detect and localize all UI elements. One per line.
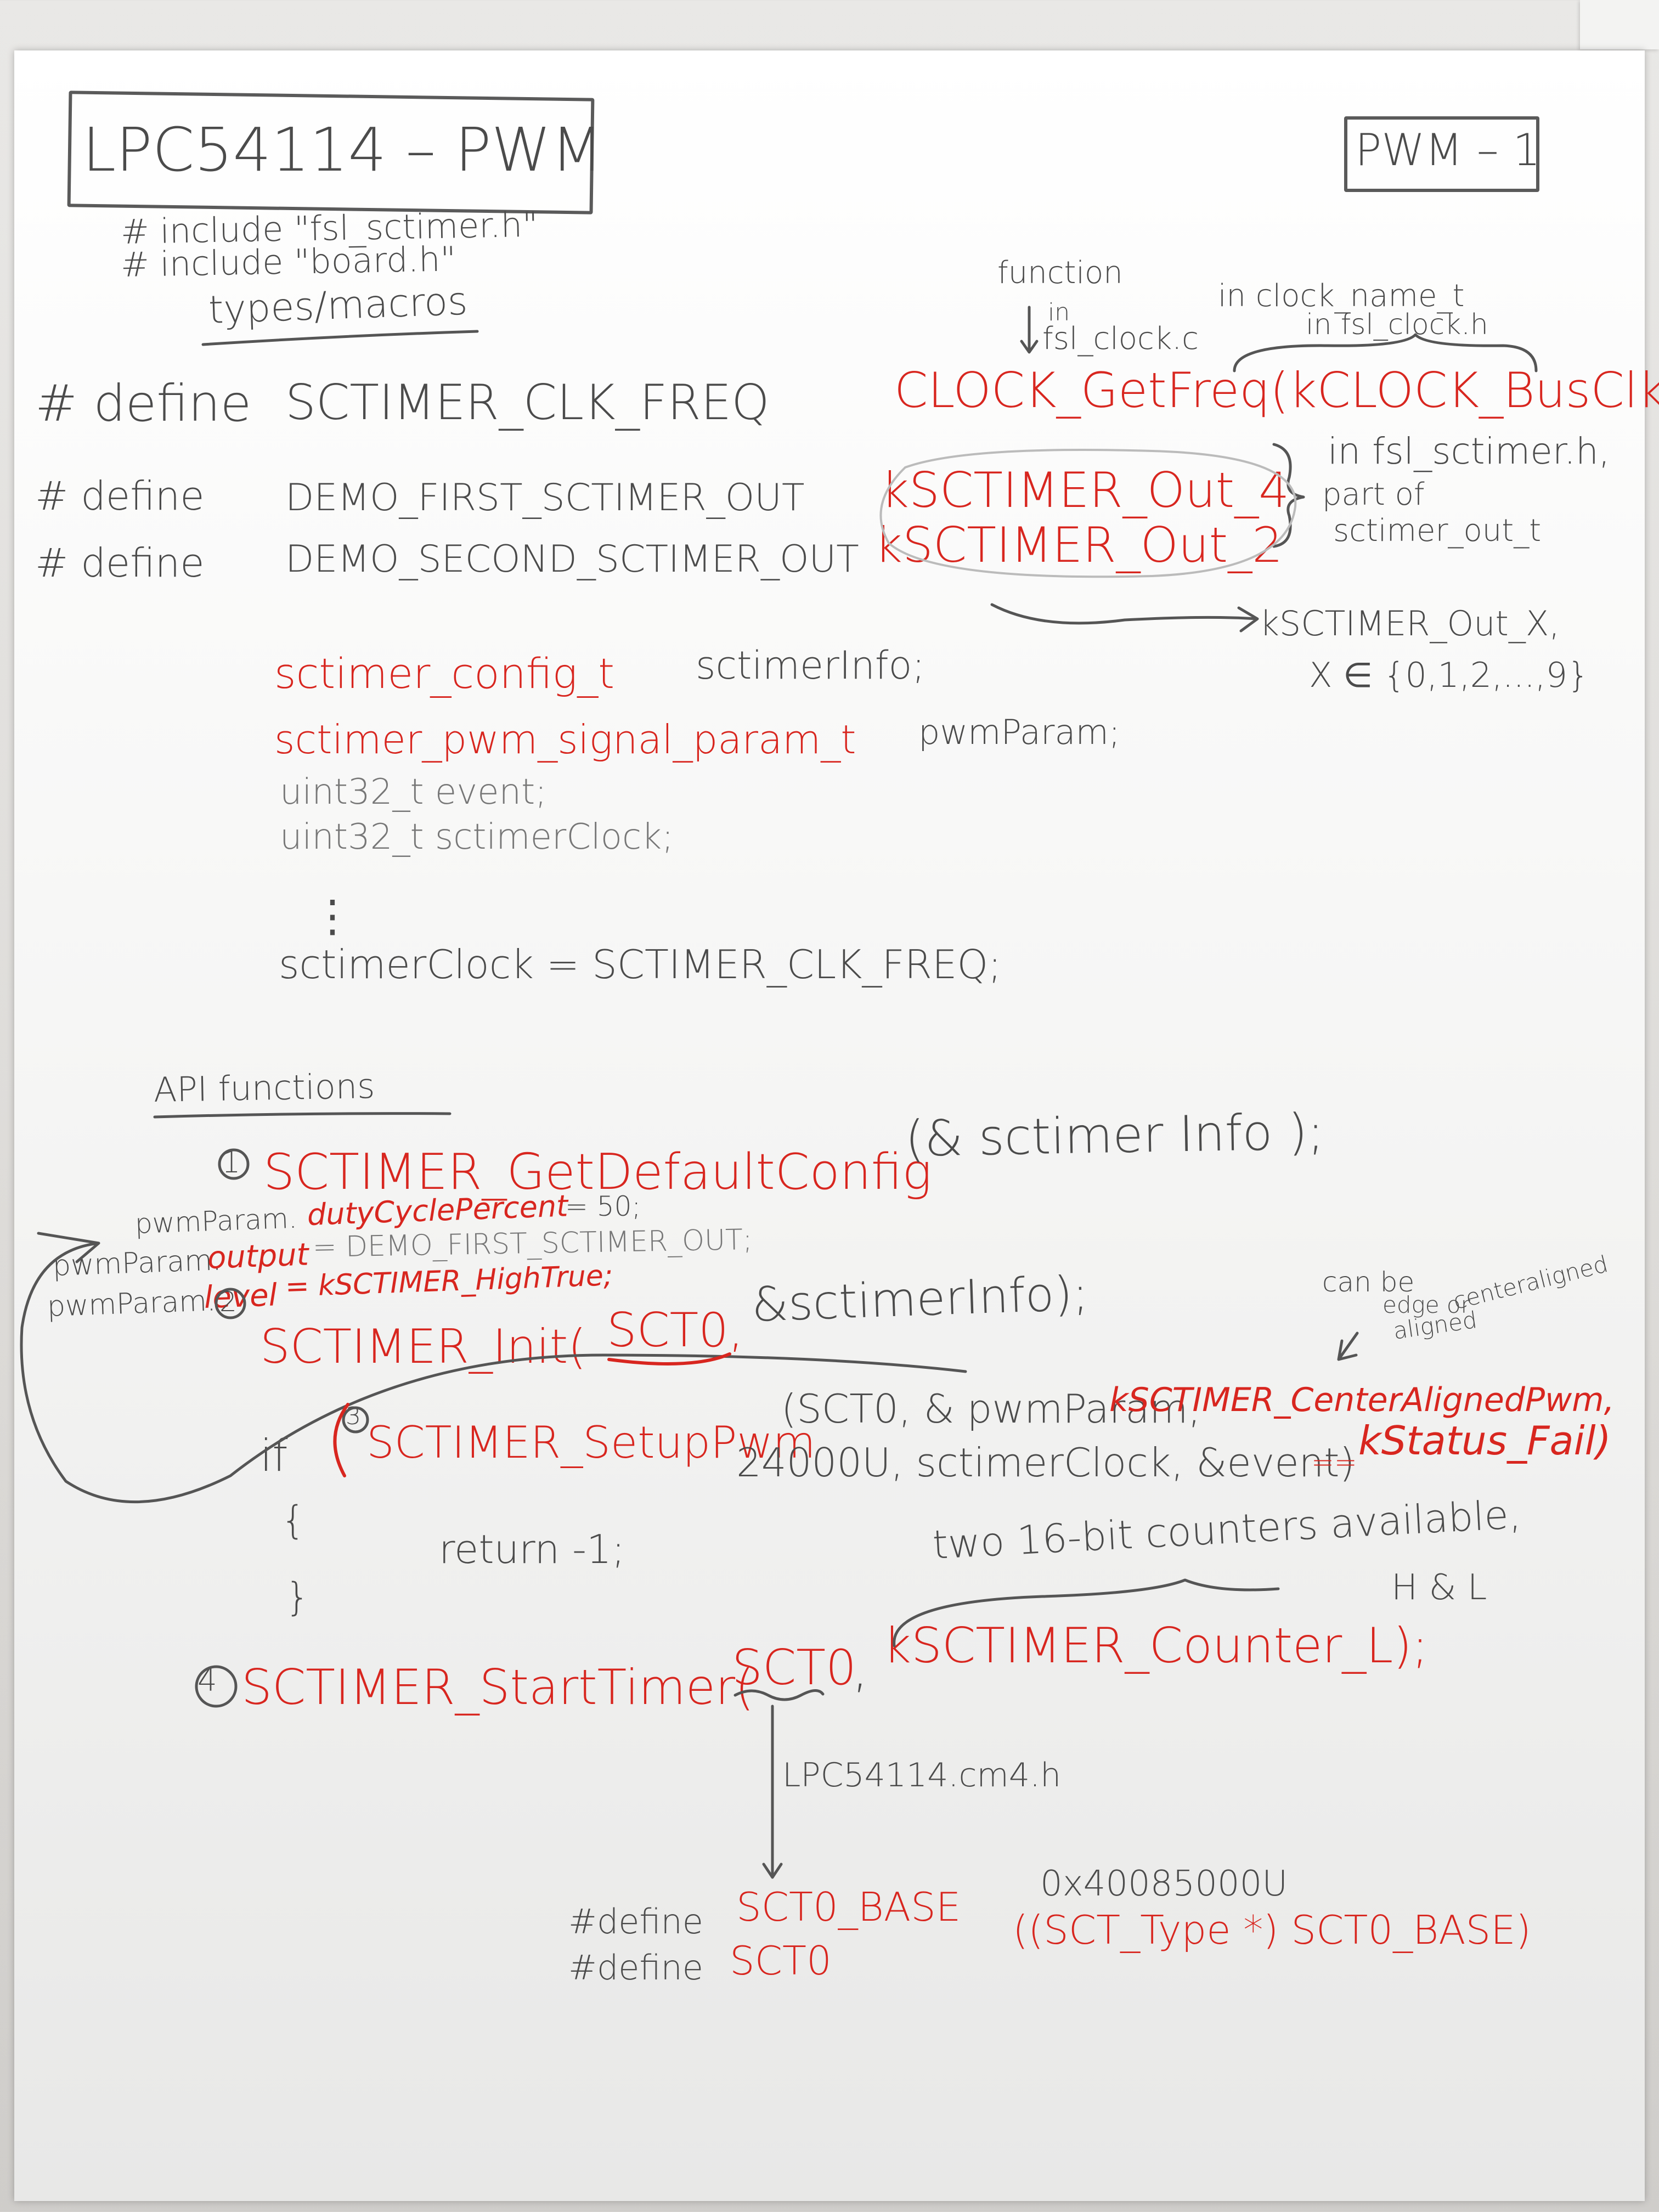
ellipsis: ⋮	[311, 890, 354, 941]
if-keyword: if	[260, 1430, 288, 1481]
brace-open: {	[281, 1498, 306, 1543]
brace-close: }	[285, 1575, 310, 1620]
note-clock-name: in clock_name_t	[1218, 278, 1465, 314]
step-4-arg-1: SCT0	[732, 1639, 857, 1696]
clock-brace	[1233, 333, 1538, 373]
back-sheet	[1580, 0, 1659, 49]
note-function-in: in	[1048, 298, 1070, 326]
header-file-label: LPC54114.cm4.h	[782, 1756, 1062, 1795]
define-value-3: kSCTIMER_Out_2	[874, 517, 1283, 573]
step-3-line-2: 24000U, sctimerClock, &event)	[736, 1440, 1355, 1486]
final-define-keyword-1: #define	[568, 1901, 703, 1942]
define-name-3: DEMO_SECOND_SCTIMER_OUT	[285, 538, 859, 581]
decl-var-2: pwmParam;	[918, 712, 1120, 752]
final-define-name-1: SCT0_BASE	[736, 1884, 961, 1930]
step-1-circle	[218, 1148, 250, 1180]
define-keyword-1: # define	[35, 374, 252, 433]
note-out-range-2: X ∈ {0,1,2,...,9}	[1309, 655, 1589, 695]
api-underline	[153, 1112, 452, 1119]
step-4-separator: ,	[853, 1641, 868, 1698]
counter-hl: H & L	[1391, 1567, 1487, 1608]
define-name-1: SCTIMER_CLK_FREQ	[285, 374, 770, 431]
out-ellipse	[879, 449, 1297, 578]
note-function: function	[997, 255, 1123, 291]
step-2-circle	[215, 1288, 246, 1319]
decl-type-2: sctimer_pwm_signal_param_t	[274, 716, 856, 763]
final-define-name-2: SCT0	[730, 1938, 832, 1984]
final-define-value-1: 0x40085000U	[1040, 1864, 1288, 1904]
step-3-compare: ==	[1311, 1446, 1357, 1478]
note-sct-header-2: part of	[1322, 477, 1425, 512]
page-tag: PWM – 1	[1355, 125, 1541, 176]
step-3-args: (SCT0, & pwmParam,	[781, 1386, 1201, 1432]
step-3-circle	[342, 1406, 369, 1434]
step-3-function: SCTIMER_SetupPwm	[366, 1417, 816, 1468]
step-4-function: SCTIMER_StartTimer(	[241, 1659, 754, 1716]
function-arrow	[1020, 306, 1039, 354]
page-tag-box	[1344, 116, 1539, 192]
define-keyword-3: # define	[35, 540, 205, 586]
decl-event: uint32_t event;	[280, 772, 547, 812]
final-define-keyword-2: #define	[568, 1948, 703, 1988]
sct0-squiggle	[733, 1689, 825, 1701]
out-arrow	[990, 603, 1259, 633]
decl-type-1: sctimer_config_t	[274, 649, 615, 698]
final-define-value-2: ((SCT_Type *) SCT0_BASE)	[1013, 1907, 1531, 1953]
edge-note-2: edge or	[1383, 1291, 1470, 1318]
note-sct-header-3: sctimer_out_t	[1333, 513, 1542, 549]
note-function-file: fsl_clock.c	[1042, 321, 1199, 357]
note-clock-file: in fsl_clock.h	[1306, 308, 1488, 341]
header-arrow	[762, 1705, 783, 1879]
define-name-2: DEMO_FIRST_SCTIMER_OUT	[285, 476, 805, 520]
step-3-mode: kSCTIMER_CenterAlignedPwm,	[1109, 1381, 1615, 1419]
decl-var-1: sctimerInfo;	[696, 643, 925, 688]
edge-note-1: can be	[1322, 1266, 1415, 1298]
page-title: LPC54114 – PWM	[82, 115, 603, 185]
note-out-range-1: kSCTIMER_Out_X,	[1260, 603, 1560, 644]
param-loop-arrow	[20, 1232, 967, 1504]
types-underline	[201, 330, 479, 346]
sct-brace	[1272, 443, 1305, 548]
step-3-status: kStatus_Fail)	[1358, 1418, 1611, 1464]
step-1-function: SCTIMER_GetDefaultConfig	[263, 1143, 932, 1201]
return-statement: return -1;	[439, 1526, 625, 1572]
step-4-circle	[195, 1665, 238, 1708]
step-2-function: SCTIMER_Init(	[260, 1319, 586, 1374]
edge-arrow	[1337, 1331, 1359, 1361]
paper-sheet	[14, 50, 1645, 2201]
note-sct-header-1: in fsl_sctimer.h,	[1328, 430, 1610, 472]
assign-clock: sctimerClock = SCTIMER_CLK_FREQ;	[279, 941, 1002, 988]
counter-brace	[893, 1578, 1280, 1647]
decl-sctimer-clock: uint32_t sctimerClock;	[280, 817, 674, 857]
step-4-arg-2: kSCTIMER_Counter_L);	[883, 1617, 1429, 1674]
define-value-2: kSCTIMER_Out_4	[881, 462, 1290, 518]
define-value-1: CLOCK_GetFreq(kCLOCK_BusClk)	[894, 362, 1659, 419]
step-2-arg-1: SCT0,	[607, 1303, 744, 1358]
setup-paren	[333, 1403, 349, 1477]
step-4-number: 4	[198, 1663, 217, 1699]
define-keyword-2: # define	[35, 473, 205, 519]
pwm-param-rhs-1: = 50;	[565, 1190, 641, 1222]
init-underline	[607, 1352, 731, 1365]
